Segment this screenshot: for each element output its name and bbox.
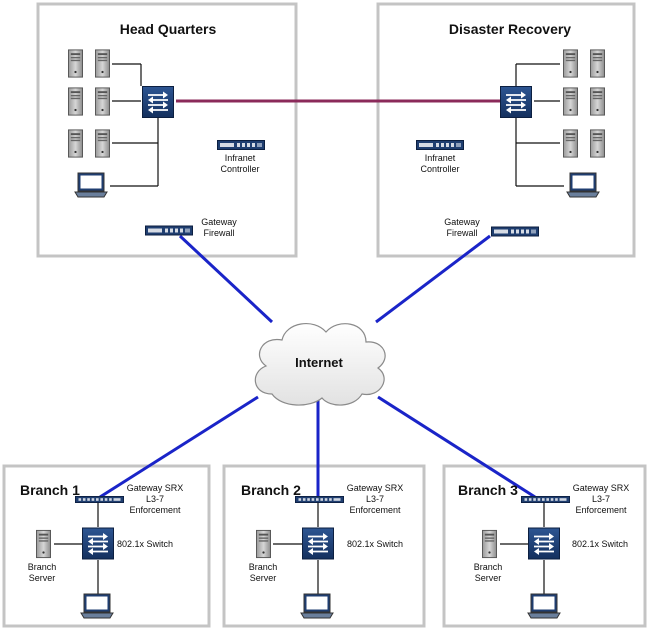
hq-infranet-controller-icon — [217, 140, 265, 150]
hq-title: Head Quarters — [120, 21, 217, 37]
cloud-icon — [254, 323, 386, 406]
wan-link-branch-1 — [99, 395, 259, 499]
branch-3-srx-label-line2: L3-7 — [592, 494, 610, 504]
branch-2-server-label-line2: Server — [250, 573, 277, 583]
hq-gateway-label-line2: Firewall — [203, 228, 234, 238]
dr-wiring — [515, 63, 564, 187]
branch-1-laptop-icon — [80, 593, 114, 619]
branch-3-switch-icon — [528, 527, 560, 560]
branch-2-server-icon — [256, 529, 271, 559]
branch-2-srx-label-line3: Enforcement — [349, 505, 401, 515]
hq-server-icon-6 — [95, 129, 110, 158]
dr-server-icon-2 — [590, 49, 605, 78]
hq-server-icon-3 — [68, 87, 83, 116]
branch-1-srx-icon — [74, 496, 125, 503]
branch-1-server-icon — [36, 529, 51, 559]
branch-1-server-label-line2: Server — [29, 573, 56, 583]
branch-1-srx-label-line2: L3-7 — [146, 494, 164, 504]
dr-gateway-label-line1: Gateway — [444, 217, 480, 227]
branch-2-srx-label-line1: Gateway SRX — [347, 483, 404, 493]
dr-server-icon-3 — [563, 87, 578, 116]
branch-2-srx-label-line2: L3-7 — [366, 494, 384, 504]
hq-server-icon-4 — [95, 87, 110, 116]
branch-2-switch-icon — [302, 527, 334, 560]
dr-server-icon-4 — [590, 87, 605, 116]
branch-1-switch-icon — [82, 527, 114, 560]
branch-2-laptop-icon — [300, 593, 334, 619]
branch-3-server-icon — [482, 529, 497, 559]
branch-3-server-label-line2: Server — [475, 573, 502, 583]
hq-gateway-firewall-icon — [145, 225, 193, 236]
branch-1-srx-label-line3: Enforcement — [129, 505, 181, 515]
dr-server-icon-1 — [563, 49, 578, 78]
branch-2-title: Branch 2 — [241, 482, 301, 498]
hq-switch-icon — [141, 86, 175, 118]
branch-2-srx-icon — [294, 496, 345, 503]
hq-infranet-label-line2: Controller — [220, 164, 259, 174]
hq-server-icon-5 — [68, 129, 83, 158]
branch-2-switch-label: 802.1x Switch — [347, 539, 403, 549]
branch-1-wiring — [54, 503, 99, 594]
dr-infranet-label-line1: Infranet — [425, 153, 456, 163]
dr-infranet-controller-icon — [416, 140, 464, 150]
hq-laptop-icon — [74, 172, 108, 198]
wan-link-dr — [375, 234, 491, 324]
dr-infranet-label-line2: Controller — [420, 164, 459, 174]
dr-title: Disaster Recovery — [449, 21, 571, 37]
branch-3-switch-label: 802.1x Switch — [572, 539, 628, 549]
wan-link-branch-3 — [377, 395, 536, 499]
branch-1-srx-label-line1: Gateway SRX — [127, 483, 184, 493]
branch-3-srx-icon — [520, 496, 571, 503]
branch-3-srx-label-line1: Gateway SRX — [573, 483, 630, 493]
branch-1-switch-label: 802.1x Switch — [117, 539, 173, 549]
branch-3-title: Branch 3 — [458, 482, 518, 498]
hq-infranet-label-line1: Infranet — [225, 153, 256, 163]
dr-switch-icon — [499, 86, 533, 118]
wan-link-hq — [178, 234, 274, 324]
branch-2-wiring — [273, 503, 319, 594]
wan-links — [99, 234, 536, 499]
dr-server-icon-6 — [590, 129, 605, 158]
internet-label: Internet — [295, 355, 343, 370]
branch-1-server-label-line1: Branch — [28, 562, 57, 572]
branch-2-server-label-line1: Branch — [249, 562, 278, 572]
branch-3-srx-label-line3: Enforcement — [575, 505, 627, 515]
dr-server-icon-5 — [563, 129, 578, 158]
dr-gateway-label-line2: Firewall — [446, 228, 477, 238]
hq-server-icon-1 — [68, 49, 83, 78]
branch-3-server-label-line1: Branch — [474, 562, 503, 572]
hq-gateway-label-line1: Gateway — [201, 217, 237, 227]
dr-gateway-firewall-icon — [491, 226, 539, 237]
branch-1-title: Branch 1 — [20, 482, 80, 498]
hq-wiring — [110, 63, 159, 187]
dr-laptop-icon — [566, 172, 600, 198]
branch-3-wiring — [500, 503, 545, 594]
branch-3-laptop-icon — [527, 593, 561, 619]
hq-server-icon-2 — [95, 49, 110, 78]
